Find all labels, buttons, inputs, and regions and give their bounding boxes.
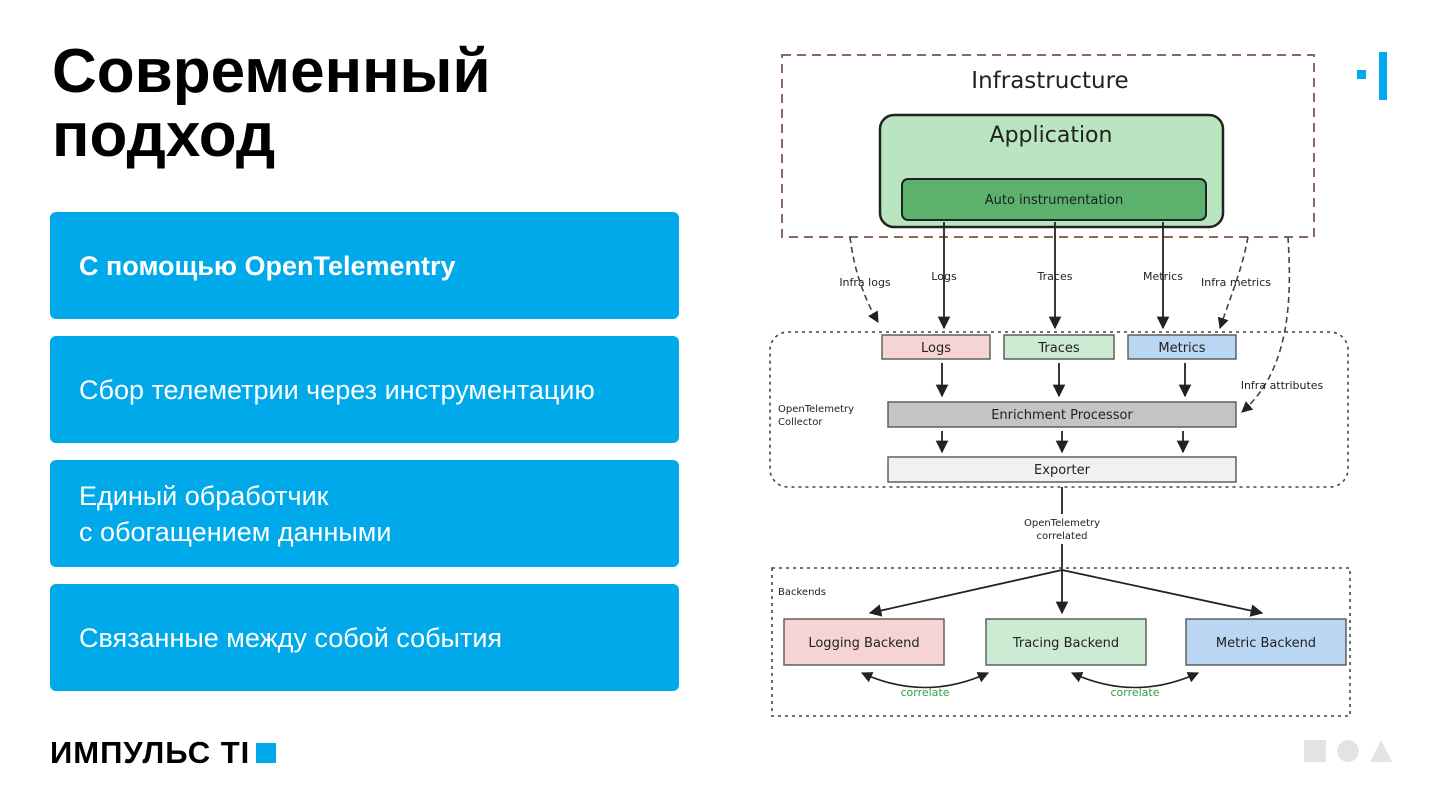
otel-correlated-label-bg	[1014, 514, 1110, 544]
card-processor-line-1: Единый обработчик	[79, 480, 329, 511]
card-processor: Единый обработчик с обогащением данными	[50, 460, 679, 567]
footer-shapes-icon	[1304, 740, 1392, 762]
footer-square-icon	[1304, 740, 1326, 762]
arrow-infra-attributes-label: Infra attributes	[1241, 379, 1324, 392]
otel-architecture-diagram: Infrastructure Application Auto instrume…	[769, 54, 1351, 717]
collector-label-line-1: OpenTelemetry	[778, 404, 854, 415]
otel-correlated-label-line-1: OpenTelemetry	[1024, 518, 1100, 529]
enrichment-processor-box	[887, 401, 1237, 428]
arrow-infra-attributes	[1241, 236, 1291, 413]
exporter-box	[887, 456, 1237, 483]
backends-label: Backends	[778, 587, 826, 598]
corner-mark-icon	[1357, 52, 1387, 100]
arrow-logs-label: Logs	[931, 270, 957, 283]
card-instrumentation: Сбор телеметрии через инструментацию	[50, 336, 679, 443]
collector-traces-box	[1003, 334, 1115, 360]
correlate-left-label: correlate	[900, 686, 949, 699]
collector-metrics-box	[1127, 334, 1237, 360]
metric-backend-label: Metric Backend	[1216, 636, 1316, 651]
collector-logs-label: Logs	[921, 341, 951, 356]
exporter-label: Exporter	[1034, 463, 1091, 478]
otel-correlated-label-line-2: correlated	[1037, 531, 1088, 542]
arrow-traces-label: Traces	[1037, 270, 1073, 283]
arrow-to-logging-backend	[868, 569, 1063, 617]
brand-logo-text: ИМПУЛЬС ТI	[50, 735, 251, 770]
metric-backend-box	[1185, 618, 1347, 666]
collector-metrics-label: Metrics	[1158, 341, 1205, 356]
slide-title: Современный подход	[52, 40, 491, 168]
card-processor-line-2: с обогащением данными	[79, 516, 392, 547]
collector-logs-box	[881, 334, 991, 360]
card-related-events: Связанные между собой события	[50, 584, 679, 691]
collector-frame	[769, 331, 1349, 488]
card-related-events-text: Связанные между собой события	[79, 622, 503, 653]
arrow-correlate-right	[1070, 672, 1200, 689]
correlate-right-label: correlate	[1110, 686, 1159, 699]
arrow-metrics-label: Metrics	[1143, 270, 1183, 283]
card-instrumentation-text: Сбор телеметрии через инструментацию	[79, 374, 595, 405]
card-opentelemetry: С помощью OpenTelementry	[50, 212, 679, 319]
arrow-infra-metrics	[1217, 236, 1249, 330]
brand-logo-square-icon	[256, 742, 277, 763]
arrow-infra-metrics-label: Infra metrics	[1201, 276, 1271, 289]
auto-instrumentation-label: Auto instrumentation	[985, 193, 1124, 208]
collector-traces-label: Traces	[1037, 341, 1079, 356]
tracing-backend-box	[985, 618, 1147, 666]
footer-triangle-icon	[1370, 740, 1392, 762]
arrow-to-metric-backend	[1061, 569, 1264, 617]
slide-title-line-1: Современный	[52, 37, 491, 106]
logging-backend-box	[783, 618, 945, 666]
logging-backend-label: Logging Backend	[808, 636, 919, 651]
footer-circle-icon	[1337, 740, 1359, 762]
card-opentelemetry-text: С помощью OpenTelementry	[79, 250, 456, 281]
tracing-backend-label: Tracing Backend	[1012, 636, 1119, 651]
brand-logo: ИМПУЛЬС ТI	[50, 735, 277, 770]
arrow-infra-logs-label: Infra logs	[839, 276, 891, 289]
infrastructure-frame	[781, 54, 1315, 238]
infrastructure-label: Infrastructure	[971, 68, 1128, 94]
arrow-infra-logs	[849, 236, 879, 323]
enrichment-processor-label: Enrichment Processor	[991, 408, 1133, 423]
auto-instrumentation-box	[901, 178, 1207, 221]
slide-title-line-2: подход	[52, 101, 276, 170]
application-label: Application	[990, 123, 1113, 148]
backends-frame	[771, 567, 1351, 717]
collector-label-line-2: Collector	[778, 417, 823, 428]
arrow-correlate-left	[860, 672, 990, 689]
